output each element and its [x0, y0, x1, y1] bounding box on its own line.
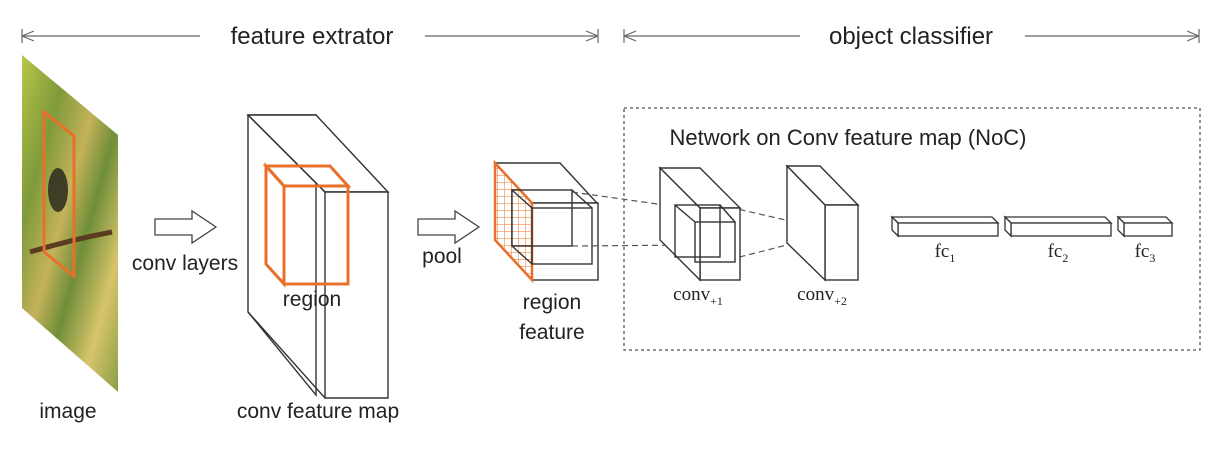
region-label: region — [283, 288, 341, 311]
input-image: image — [22, 55, 118, 423]
cube-front — [531, 202, 599, 281]
fc3-block — [1116, 215, 1174, 238]
conv-feature-map-label: conv feature map — [237, 400, 399, 423]
fc1-top — [890, 216, 1000, 224]
conv-layers-arrow: conv layers — [132, 209, 238, 275]
region-feature-cube: region feature — [493, 159, 599, 344]
fc2-label-sub: 2 — [1062, 251, 1068, 265]
conv-layers-label: conv layers — [132, 252, 238, 275]
noc-dashed-border — [623, 107, 1201, 351]
conv-plus1-label: conv+1 — [673, 284, 723, 308]
conv-plus1-block — [658, 166, 742, 282]
fc1-label: fc1 — [935, 241, 956, 265]
fc1-front — [897, 222, 999, 237]
region-feature-label-line1: region — [523, 291, 581, 314]
pool-arrow: pool — [417, 209, 481, 268]
fc3-label: fc3 — [1135, 241, 1156, 265]
fc2-front — [1010, 222, 1112, 237]
feature-map-top — [246, 114, 390, 193]
fc3-front — [1123, 222, 1173, 237]
inner-cube-box — [511, 189, 573, 247]
conv1-label-sub: +1 — [710, 294, 723, 308]
region-feature-label-line2: feature — [519, 321, 584, 344]
hollow-arrow-icon — [417, 209, 481, 245]
noc-title: Network on Conv feature map (NoC) — [669, 125, 1026, 150]
conv2-side — [786, 164, 826, 282]
fc2-label-base: fc — [1048, 241, 1063, 262]
fc3-label-sub: 3 — [1149, 251, 1155, 265]
conv-plus2-label: conv+2 — [797, 284, 847, 308]
fc2-label: fc2 — [1048, 241, 1069, 265]
feature-extractor-title: feature extrator — [231, 23, 394, 50]
fc1-label-base: fc — [935, 241, 950, 262]
fc3-top — [1116, 216, 1174, 224]
noc-frame: Network on Conv feature map (NoC) — [623, 107, 1201, 351]
pool-label: pool — [422, 245, 462, 268]
fc1-block — [890, 215, 1000, 238]
fc3-label-base: fc — [1135, 241, 1150, 262]
object-classifier-title: object classifier — [829, 23, 993, 50]
fc2-top — [1003, 216, 1113, 224]
image-panel — [22, 55, 118, 392]
hollow-arrow-icon — [154, 209, 218, 245]
conv-plus2-block — [785, 164, 860, 282]
branch — [29, 229, 113, 255]
object-classifier-header: object classifier — [623, 23, 1200, 50]
conv2-label-base: conv — [797, 284, 834, 305]
conv1-label-base: conv — [673, 284, 710, 305]
conv1-side — [659, 166, 701, 282]
fc2-block — [1003, 215, 1113, 238]
feature-map-region-box — [262, 162, 352, 288]
conv1-inner-box — [674, 204, 721, 258]
conv2-front — [824, 204, 859, 281]
conv-feature-map: region conv feature map — [237, 114, 399, 423]
bird-silhouette — [48, 168, 68, 212]
feature-map-side — [324, 191, 389, 399]
fc3-side — [1117, 215, 1125, 238]
fc1-label-sub: 1 — [949, 251, 955, 265]
feature-extractor-header: feature extrator — [21, 23, 599, 50]
image-label: image — [39, 400, 96, 423]
fc1-side — [891, 215, 899, 238]
fc2-side — [1004, 215, 1012, 238]
conv2-label-sub: +2 — [834, 294, 847, 308]
image-region-box — [42, 108, 76, 280]
